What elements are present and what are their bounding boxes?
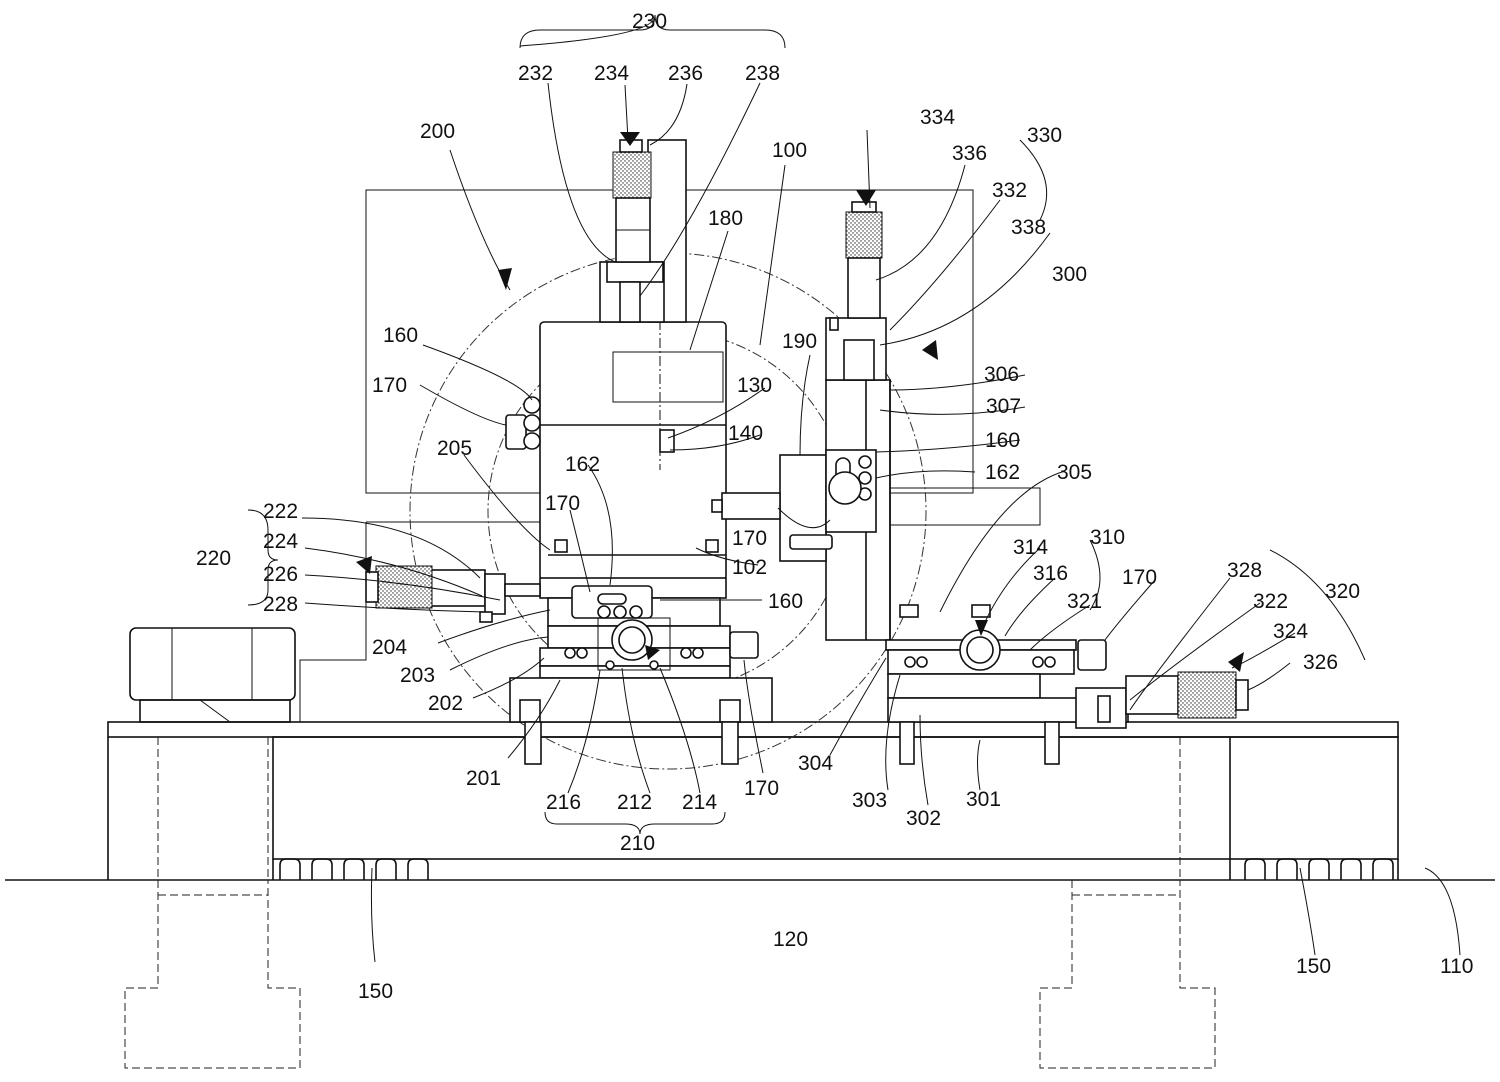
label-316: 316: [1033, 562, 1068, 585]
label-321: 321: [1067, 590, 1102, 613]
vibration-feet: [279, 858, 1394, 880]
label-236: 236: [668, 62, 703, 85]
label-234: 234: [594, 62, 629, 85]
label-330: 330: [1027, 124, 1062, 147]
label-305: 305: [1057, 461, 1092, 484]
label-326: 326: [1303, 651, 1338, 674]
label-170-top: 170: [372, 374, 407, 397]
label-222: 222: [263, 500, 298, 523]
label-238: 238: [745, 62, 780, 85]
label-310: 310: [1090, 526, 1125, 549]
label-216: 216: [546, 791, 581, 814]
right-micrometer: [845, 190, 883, 319]
hex-bolt-head: [129, 627, 296, 723]
label-202: 202: [428, 692, 463, 715]
label-334: 334: [920, 106, 955, 129]
label-150-left: 150: [358, 980, 393, 1003]
left-stage-stack: [509, 577, 773, 765]
label-170-right: 170: [732, 527, 767, 550]
label-336: 336: [952, 142, 987, 165]
label-200: 200: [420, 120, 455, 143]
pointer-arrows: [498, 268, 938, 360]
label-102: 102: [732, 556, 767, 579]
left-micrometer: [356, 556, 541, 623]
label-170-far-right: 170: [1122, 566, 1157, 589]
label-203: 203: [400, 664, 435, 687]
label-170-mid: 170: [545, 492, 580, 515]
label-120: 120: [773, 928, 808, 951]
left-knob-assembly: [505, 396, 541, 450]
label-170-bottom: 170: [744, 777, 779, 800]
label-314: 314: [1013, 536, 1048, 559]
label-212: 212: [617, 791, 652, 814]
label-332: 332: [992, 179, 1027, 202]
label-224: 224: [263, 530, 298, 553]
label-306: 306: [984, 363, 1019, 386]
label-180: 180: [708, 207, 743, 230]
label-320: 320: [1325, 580, 1360, 603]
label-140: 140: [728, 422, 763, 445]
right-lower-micrometer: [1075, 652, 1249, 729]
label-304: 304: [798, 752, 833, 775]
label-300: 300: [1052, 263, 1087, 286]
label-324: 324: [1273, 620, 1308, 643]
label-160-top: 160: [383, 324, 418, 347]
label-110: 110: [1440, 955, 1473, 978]
label-201: 201: [466, 767, 501, 790]
label-214: 214: [682, 791, 717, 814]
label-210: 210: [620, 832, 655, 855]
label-303: 303: [852, 789, 887, 812]
label-160-right: 160: [985, 429, 1020, 452]
label-302: 302: [906, 807, 941, 830]
right-stage-stack: [885, 604, 1129, 765]
label-160-mid: 160: [768, 590, 803, 613]
label-162-right: 162: [985, 461, 1020, 484]
pedestal-supports: [124, 880, 1216, 1069]
label-230: 230: [632, 10, 667, 33]
label-220: 220: [196, 547, 231, 570]
label-322: 322: [1253, 590, 1288, 613]
label-162-left: 162: [565, 453, 600, 476]
label-150-right: 150: [1296, 955, 1331, 978]
label-190: 190: [782, 330, 817, 353]
label-301: 301: [966, 788, 1001, 811]
top-micrometer: [599, 132, 687, 323]
label-130: 130: [737, 374, 772, 397]
label-228: 228: [263, 593, 298, 616]
label-328: 328: [1227, 559, 1262, 582]
right-column: [711, 317, 891, 641]
label-204: 204: [372, 636, 407, 659]
leader-lines: [247, 14, 1461, 963]
label-100: 100: [772, 139, 807, 162]
label-205: 205: [437, 437, 472, 460]
label-338: 338: [1011, 216, 1046, 239]
label-232: 232: [518, 62, 553, 85]
callout-labels: 230 232 234 236 238 200 100 180 334 336 …: [196, 10, 1473, 1003]
base-plate: [107, 721, 1399, 880]
label-226: 226: [263, 563, 298, 586]
label-307: 307: [986, 395, 1021, 418]
